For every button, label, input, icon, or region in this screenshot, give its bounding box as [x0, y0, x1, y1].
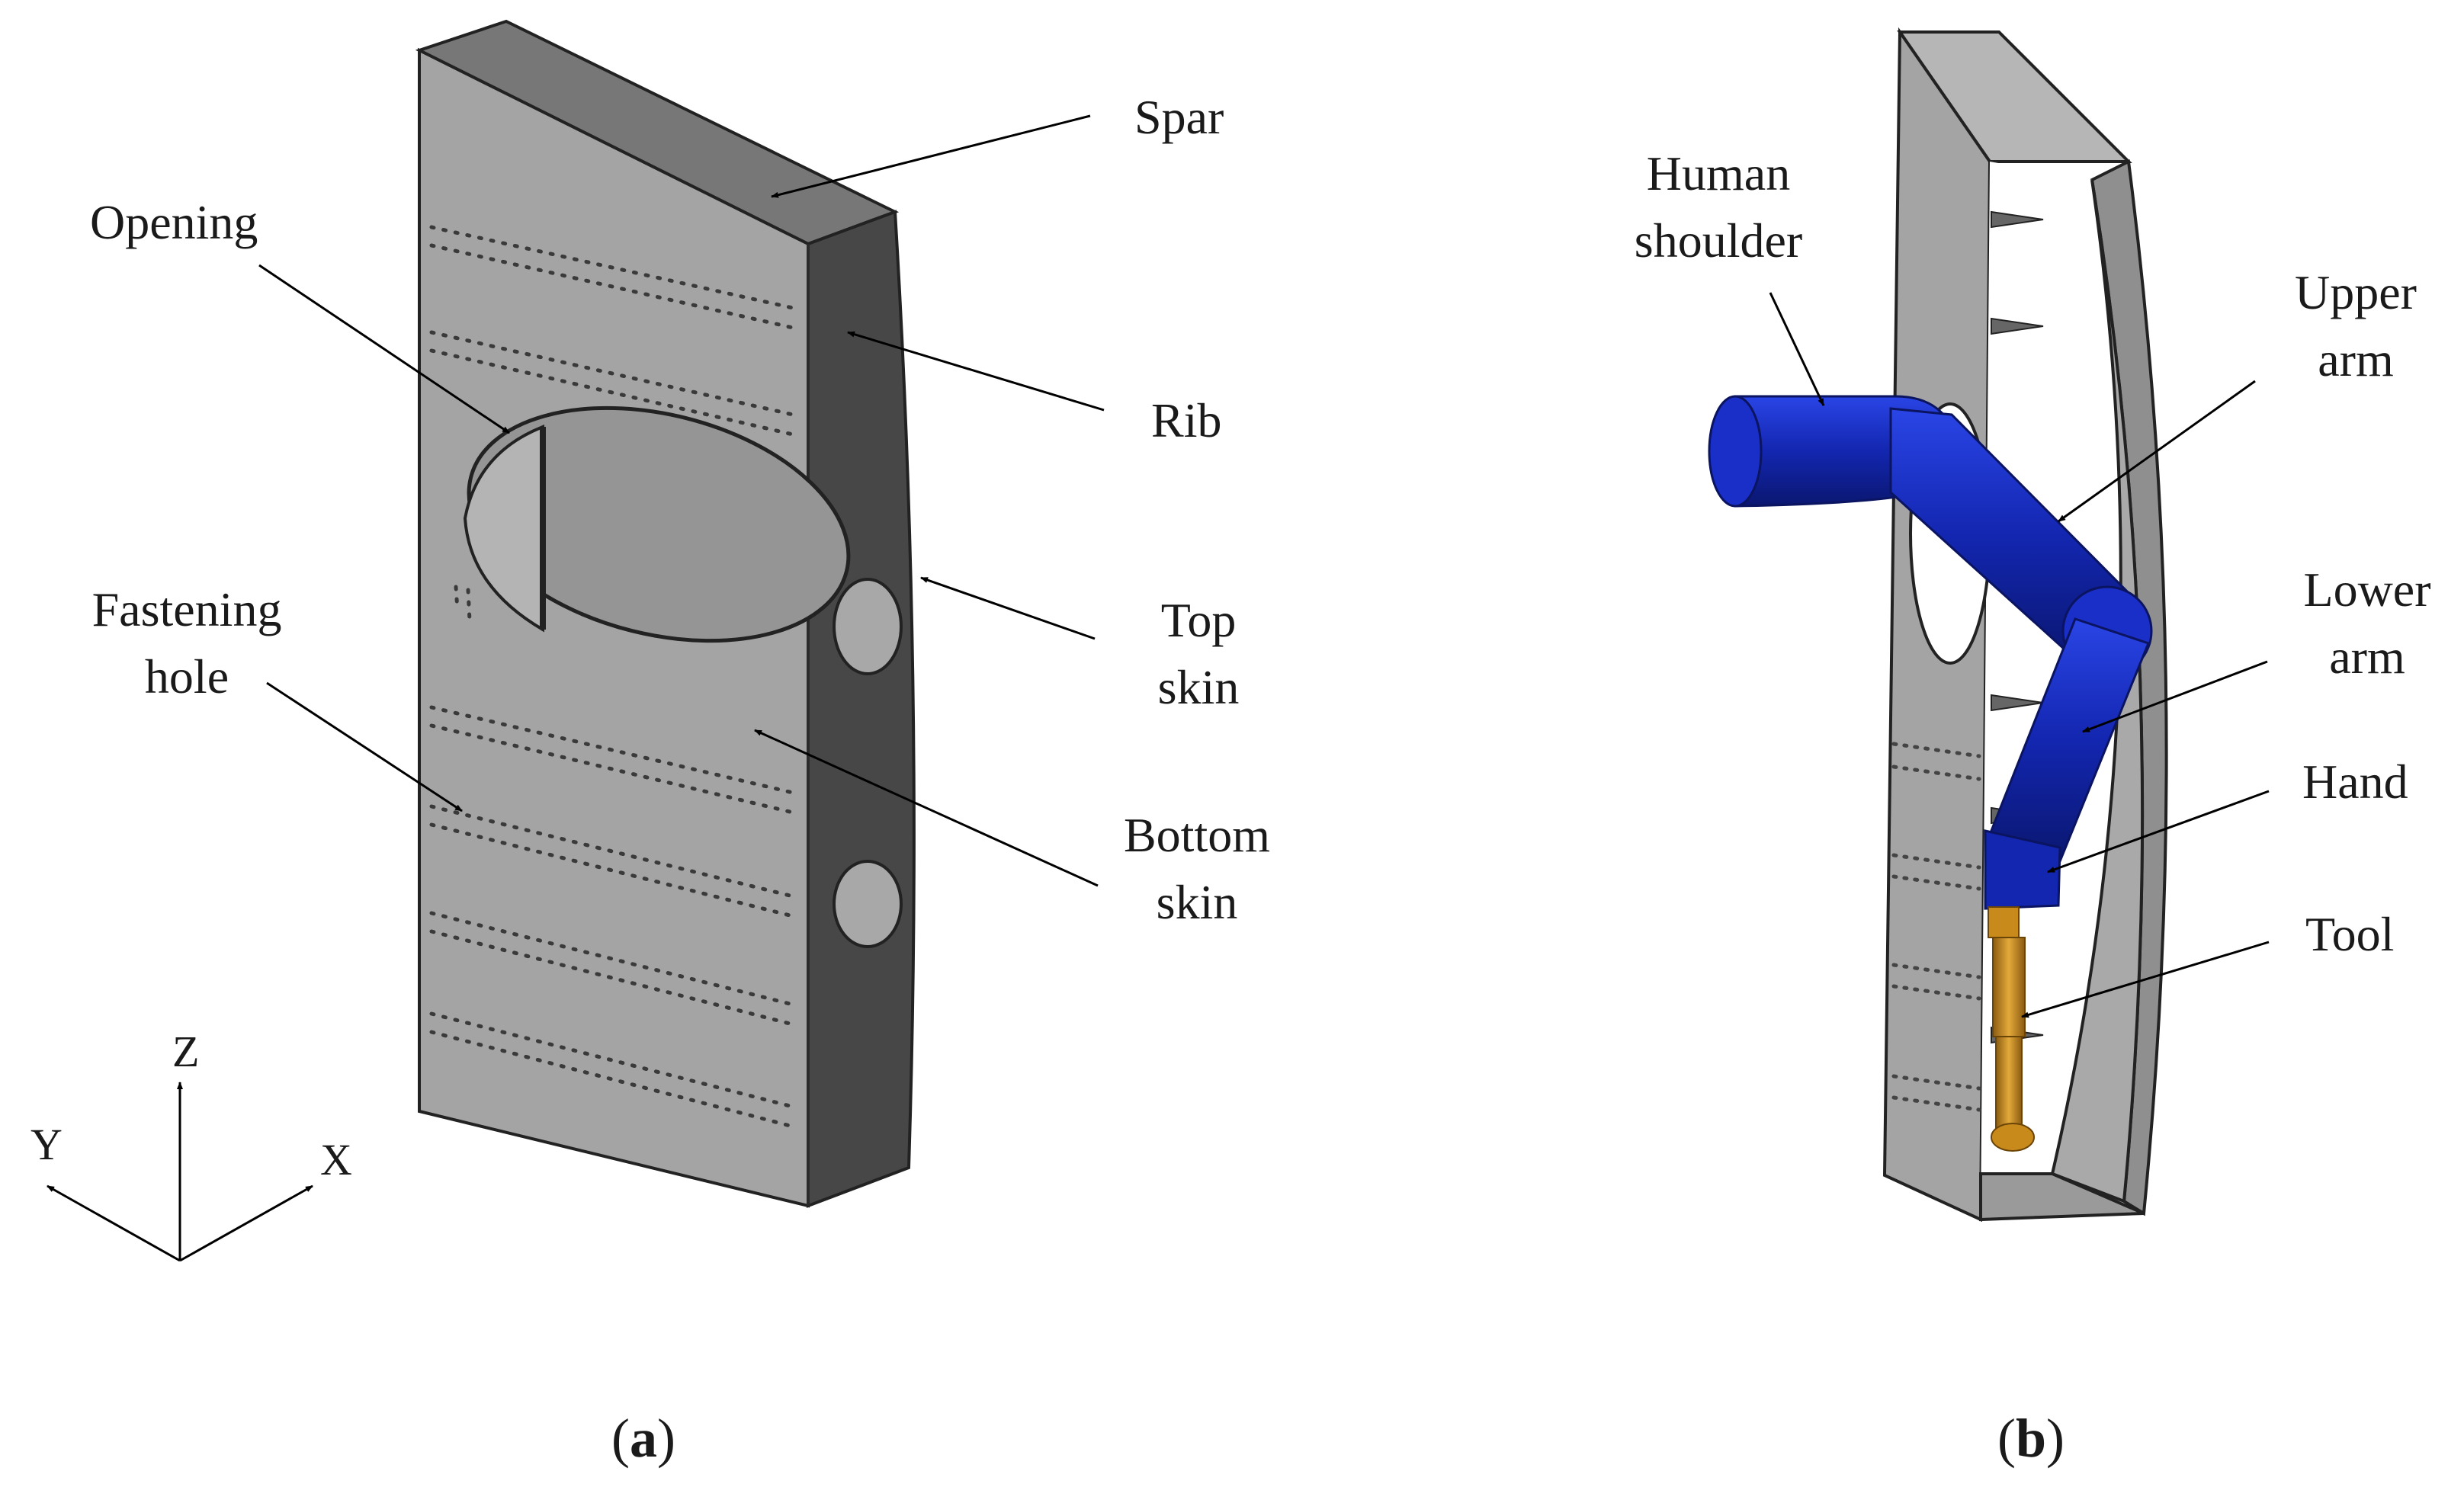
frame-bottom-face	[1979, 1172, 2145, 1222]
rib-hole-upper	[833, 578, 903, 675]
label-fastening-hole-line-1: Fastening	[91, 582, 282, 636]
tool	[1988, 906, 2035, 1152]
label-upper-arm-line-2: arm	[2318, 332, 2394, 386]
lower-arm-leader	[2082, 660, 2268, 733]
human-shoulder-leader	[1769, 292, 1825, 406]
axis-label-x: X	[320, 1135, 352, 1184]
opening-leader	[258, 264, 510, 434]
fastening-hole-leader	[266, 681, 463, 812]
bottom-skin-leader	[754, 729, 1099, 887]
label-upper-arm: Upper arm	[2272, 259, 2440, 393]
wing-box-panel-b	[1708, 27, 2168, 1223]
axis-label-z: Z	[172, 1027, 200, 1076]
rib-leader	[847, 331, 1105, 412]
panel-a-leaders	[258, 114, 1105, 887]
wing-box-panel-a	[415, 19, 916, 1208]
label-bottom-skin-line-1: Bottom	[1123, 808, 1271, 862]
label-lower-arm-line-1: Lower	[2303, 562, 2431, 617]
hand	[1984, 829, 2061, 910]
label-human-shoulder: Human shoulder	[1604, 140, 1833, 274]
label-human-shoulder-line-1: Human	[1646, 146, 1791, 200]
label-spar: Spar	[1134, 90, 1224, 144]
rib-side-face	[807, 210, 916, 1208]
caption-a-letter: a	[629, 1408, 657, 1469]
label-top-skin-line-2: skin	[1157, 660, 1240, 714]
label-fastening-hole: Fastening hole	[69, 576, 305, 710]
label-rib: Rib	[1151, 393, 1222, 447]
fastening-hole-rows	[429, 225, 795, 1129]
coordinate-axes	[47, 1082, 313, 1262]
spar-leader	[771, 114, 1091, 198]
caption-b-letter: b	[2015, 1408, 2047, 1469]
top-skin-leader	[920, 576, 1096, 640]
label-human-shoulder-line-2: shoulder	[1634, 213, 1803, 268]
label-opening: Opening	[90, 195, 258, 249]
caption-a: (a)	[611, 1408, 675, 1469]
panel-b-leaders	[1769, 292, 2270, 1018]
label-lower-arm: Lower arm	[2280, 556, 2455, 691]
upper-arm-leader	[2058, 380, 2256, 523]
hand-leader	[2047, 790, 2270, 873]
label-lower-arm-line-2: arm	[2329, 630, 2405, 684]
x-axis	[179, 1184, 313, 1262]
label-upper-arm-line-1: Upper	[2295, 265, 2417, 319]
tool-leader	[2021, 941, 2270, 1018]
y-axis	[47, 1184, 181, 1262]
label-top-skin: Top skin	[1122, 587, 1275, 721]
opening	[463, 405, 851, 643]
label-fastening-hole-line-2: hole	[144, 649, 229, 704]
label-top-skin-line-1: Top	[1160, 593, 1237, 647]
label-hand: Hand	[2302, 755, 2408, 809]
label-tool: Tool	[2305, 907, 2395, 961]
human-arm-model	[1708, 395, 2153, 1152]
caption-b: (b)	[1997, 1408, 2065, 1469]
label-bottom-skin: Bottom skin	[1098, 802, 1296, 936]
axis-label-y: Y	[30, 1120, 63, 1169]
rib-hole-lower	[833, 860, 903, 948]
label-bottom-skin-line-2: skin	[1156, 875, 1238, 929]
